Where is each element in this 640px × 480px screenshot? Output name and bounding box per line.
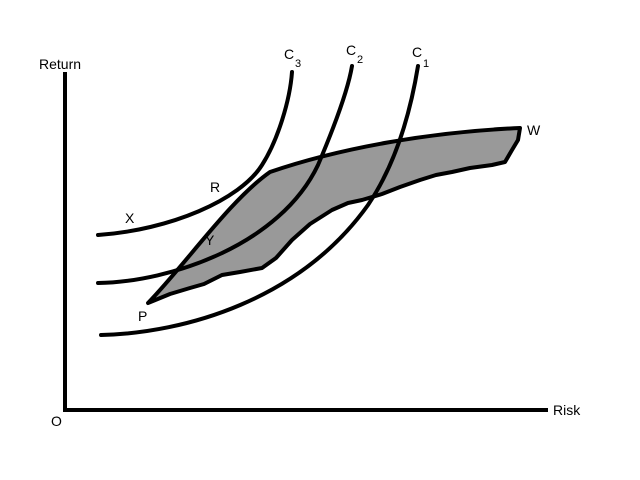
point-label-r: R — [210, 179, 220, 195]
indifference-curve-c2 — [96, 64, 354, 285]
curve-subscript-c3: 3 — [295, 58, 301, 70]
point-label-y: Y — [205, 232, 215, 248]
curve-subscript-c2: 2 — [357, 54, 363, 66]
attainable-set-region — [146, 126, 522, 305]
curve-label-c3: C — [284, 46, 294, 62]
indifference-curve-c1 — [99, 64, 420, 337]
y-axis-label: Return — [39, 56, 81, 72]
curve-label-c2: C — [346, 42, 356, 58]
origin-label: O — [51, 413, 62, 429]
point-label-w: W — [527, 122, 541, 138]
x-axis-label: Risk — [553, 402, 581, 418]
point-label-x: X — [125, 210, 135, 226]
curve-subscript-c1: 1 — [423, 58, 429, 70]
indifference-curve-c3 — [96, 70, 294, 237]
curve-label-c1: C — [412, 44, 422, 60]
point-label-p: P — [138, 308, 147, 324]
